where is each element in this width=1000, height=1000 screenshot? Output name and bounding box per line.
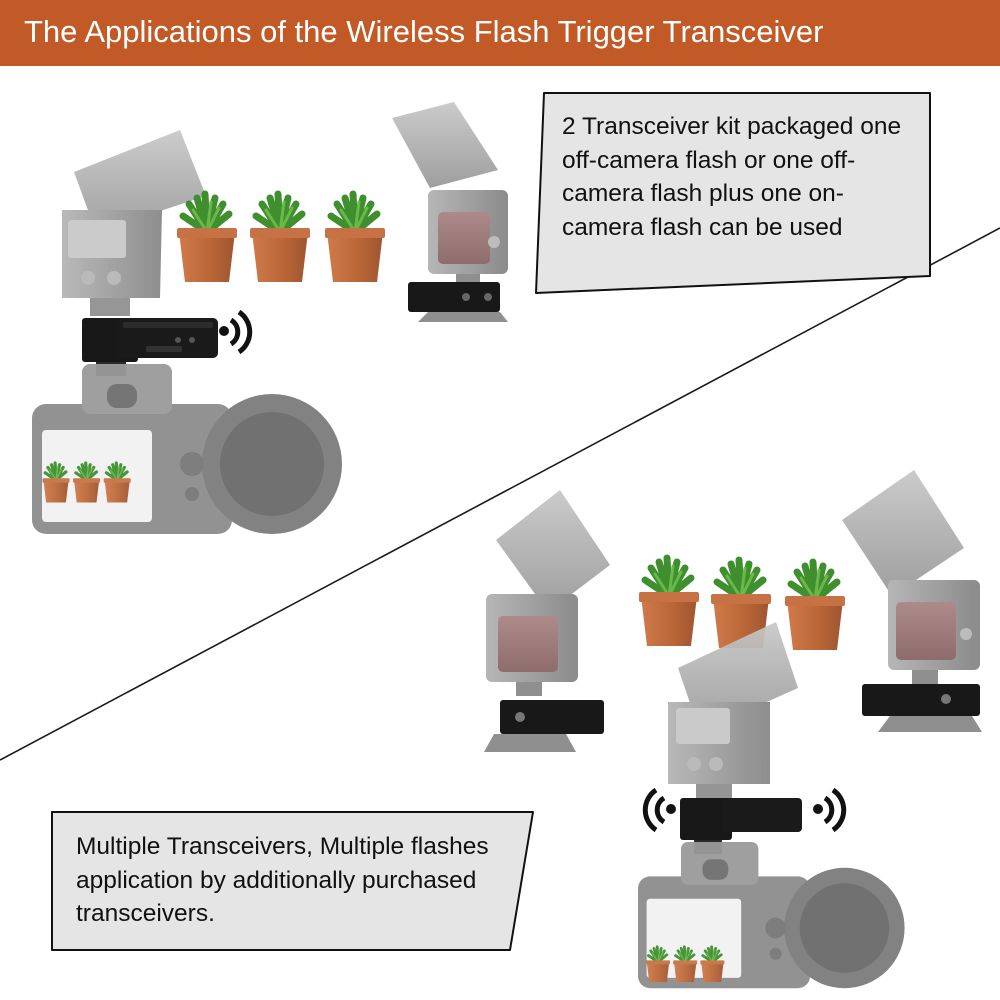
transceiver-icon — [484, 700, 604, 752]
transceiver-icon — [408, 282, 508, 322]
wifi-signal-icon — [219, 309, 253, 355]
callout-top-text: 2 Transceiver kit packaged one off-camer… — [562, 113, 902, 241]
camera-icon — [638, 842, 905, 989]
potted-plant-icon — [177, 194, 385, 282]
page-title: The Applications of the Wireless Flash T… — [24, 14, 824, 49]
callout-bottom-text: Multiple Transceivers, Multiple flashes … — [76, 833, 489, 927]
wifi-signal-icon — [813, 787, 847, 833]
callout-top-box — [535, 92, 931, 294]
top-scene — [32, 102, 508, 534]
flash-unit-icon — [668, 622, 798, 800]
flash-unit-icon — [842, 470, 980, 684]
flash-unit-icon — [392, 102, 508, 286]
potted-plant-icon — [639, 558, 845, 650]
flash-unit-icon — [62, 130, 206, 316]
callout-bottom-box — [51, 811, 534, 951]
wifi-signal-icon — [642, 787, 676, 833]
flash-unit-icon — [486, 490, 610, 696]
header-banner: The Applications of the Wireless Flash T… — [0, 0, 1000, 66]
transceiver-icon — [862, 684, 982, 732]
camera-icon — [32, 364, 342, 534]
bottom-scene — [484, 470, 982, 989]
